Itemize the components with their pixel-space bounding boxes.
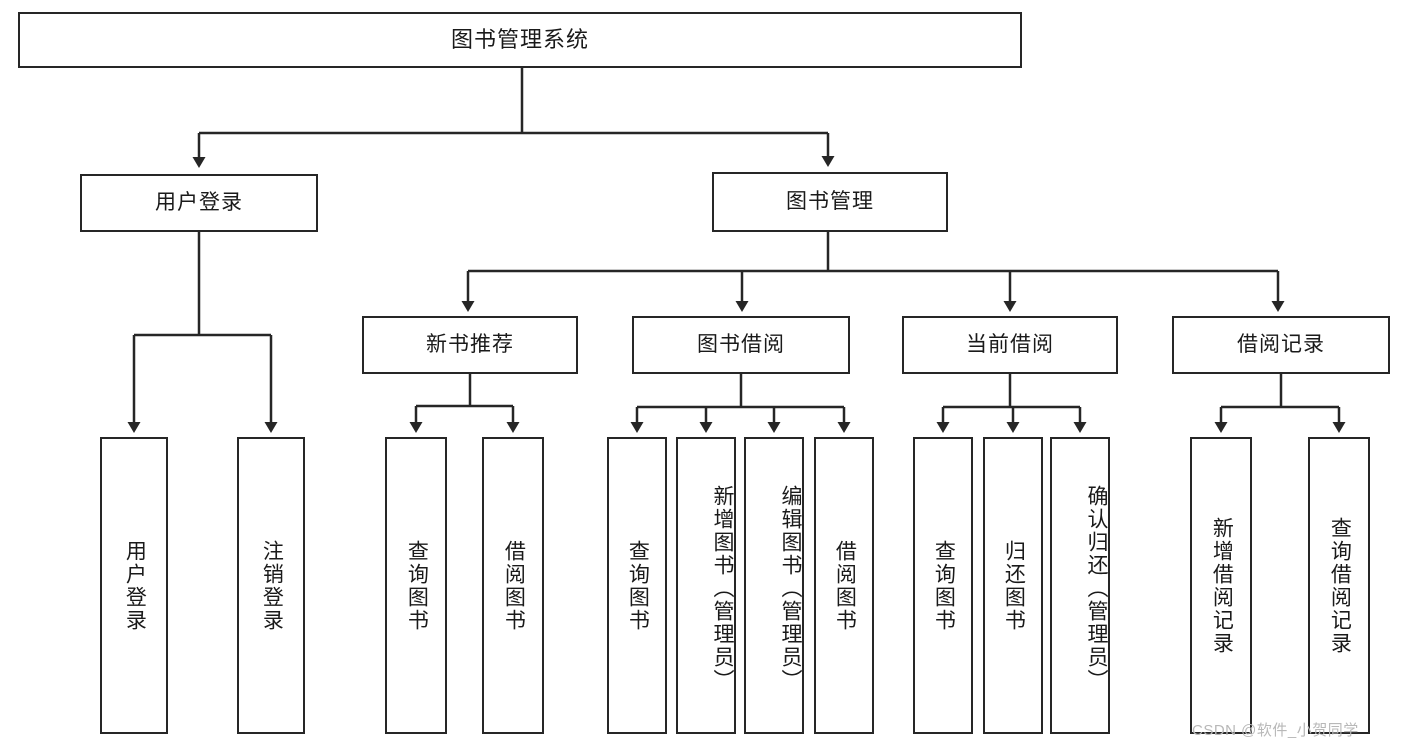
node-current-borrowing[interactable]: 当前借阅: [902, 316, 1118, 374]
leaf-query-books-borrow[interactable]: 查询图书: [607, 437, 667, 734]
node-label: 图书借阅: [697, 333, 785, 357]
wire-borrow-to-leaves: [630, 374, 851, 433]
wire-userlogin-to-leaves: [127, 232, 278, 433]
leaf-label: 确认归还（管理员）: [1085, 485, 1108, 692]
leaf-query-books-newbook[interactable]: 查询图书: [385, 437, 447, 734]
leaf-logout[interactable]: 注销登录: [237, 437, 305, 734]
leaf-label: 查询图书: [626, 539, 650, 632]
leaf-label: 用户登录: [123, 539, 147, 632]
wire-current-to-leaves: [936, 374, 1087, 433]
node-label: 用户登录: [155, 191, 243, 215]
wire-root-to-level1: [192, 68, 835, 168]
leaf-query-borrow-record[interactable]: 查询借阅记录: [1308, 437, 1370, 734]
node-user-login[interactable]: 用户登录: [80, 174, 318, 232]
node-label: 图书管理系统: [450, 26, 589, 52]
leaf-return-books[interactable]: 归还图书: [983, 437, 1043, 734]
leaf-label: 新增借阅记录: [1210, 516, 1234, 655]
leaf-label: 借阅图书: [502, 539, 526, 632]
leaf-query-books-current[interactable]: 查询图书: [913, 437, 973, 734]
wire-newbook-to-leaves: [409, 374, 520, 433]
leaf-user-login[interactable]: 用户登录: [100, 437, 168, 734]
leaf-label: 编辑图书（管理员）: [779, 485, 802, 692]
node-label: 新书推荐: [426, 333, 514, 357]
leaf-label: 借阅图书: [833, 539, 857, 632]
wire-bookmgmt-to-level2: [461, 232, 1285, 312]
leaf-label: 注销登录: [260, 539, 284, 632]
leaf-label: 查询借阅记录: [1328, 516, 1352, 655]
node-label: 借阅记录: [1237, 333, 1325, 357]
leaf-label: 查询图书: [932, 539, 956, 632]
leaf-edit-book-admin[interactable]: 编辑图书（管理员）: [744, 437, 804, 734]
node-label: 图书管理: [786, 190, 874, 214]
node-borrow-records[interactable]: 借阅记录: [1172, 316, 1390, 374]
leaf-add-book-admin[interactable]: 新增图书（管理员）: [676, 437, 736, 734]
leaf-borrow-books[interactable]: 借阅图书: [814, 437, 874, 734]
leaf-label: 归还图书: [1002, 539, 1026, 632]
leaf-label: 查询图书: [405, 539, 429, 632]
wire-records-to-leaves: [1214, 374, 1346, 433]
leaf-confirm-return-admin[interactable]: 确认归还（管理员）: [1050, 437, 1110, 734]
node-book-management[interactable]: 图书管理: [712, 172, 948, 232]
node-new-book-recommendation[interactable]: 新书推荐: [362, 316, 578, 374]
leaf-borrow-books-newbook[interactable]: 借阅图书: [482, 437, 544, 734]
node-root-book-management-system[interactable]: 图书管理系统: [18, 12, 1022, 68]
csdn-watermark: CSDN @软件_小贺同学: [1192, 722, 1359, 739]
leaf-add-borrow-record[interactable]: 新增借阅记录: [1190, 437, 1252, 734]
leaf-label: 新增图书（管理员）: [711, 485, 734, 692]
node-label: 当前借阅: [966, 333, 1054, 357]
node-book-borrowing[interactable]: 图书借阅: [632, 316, 850, 374]
